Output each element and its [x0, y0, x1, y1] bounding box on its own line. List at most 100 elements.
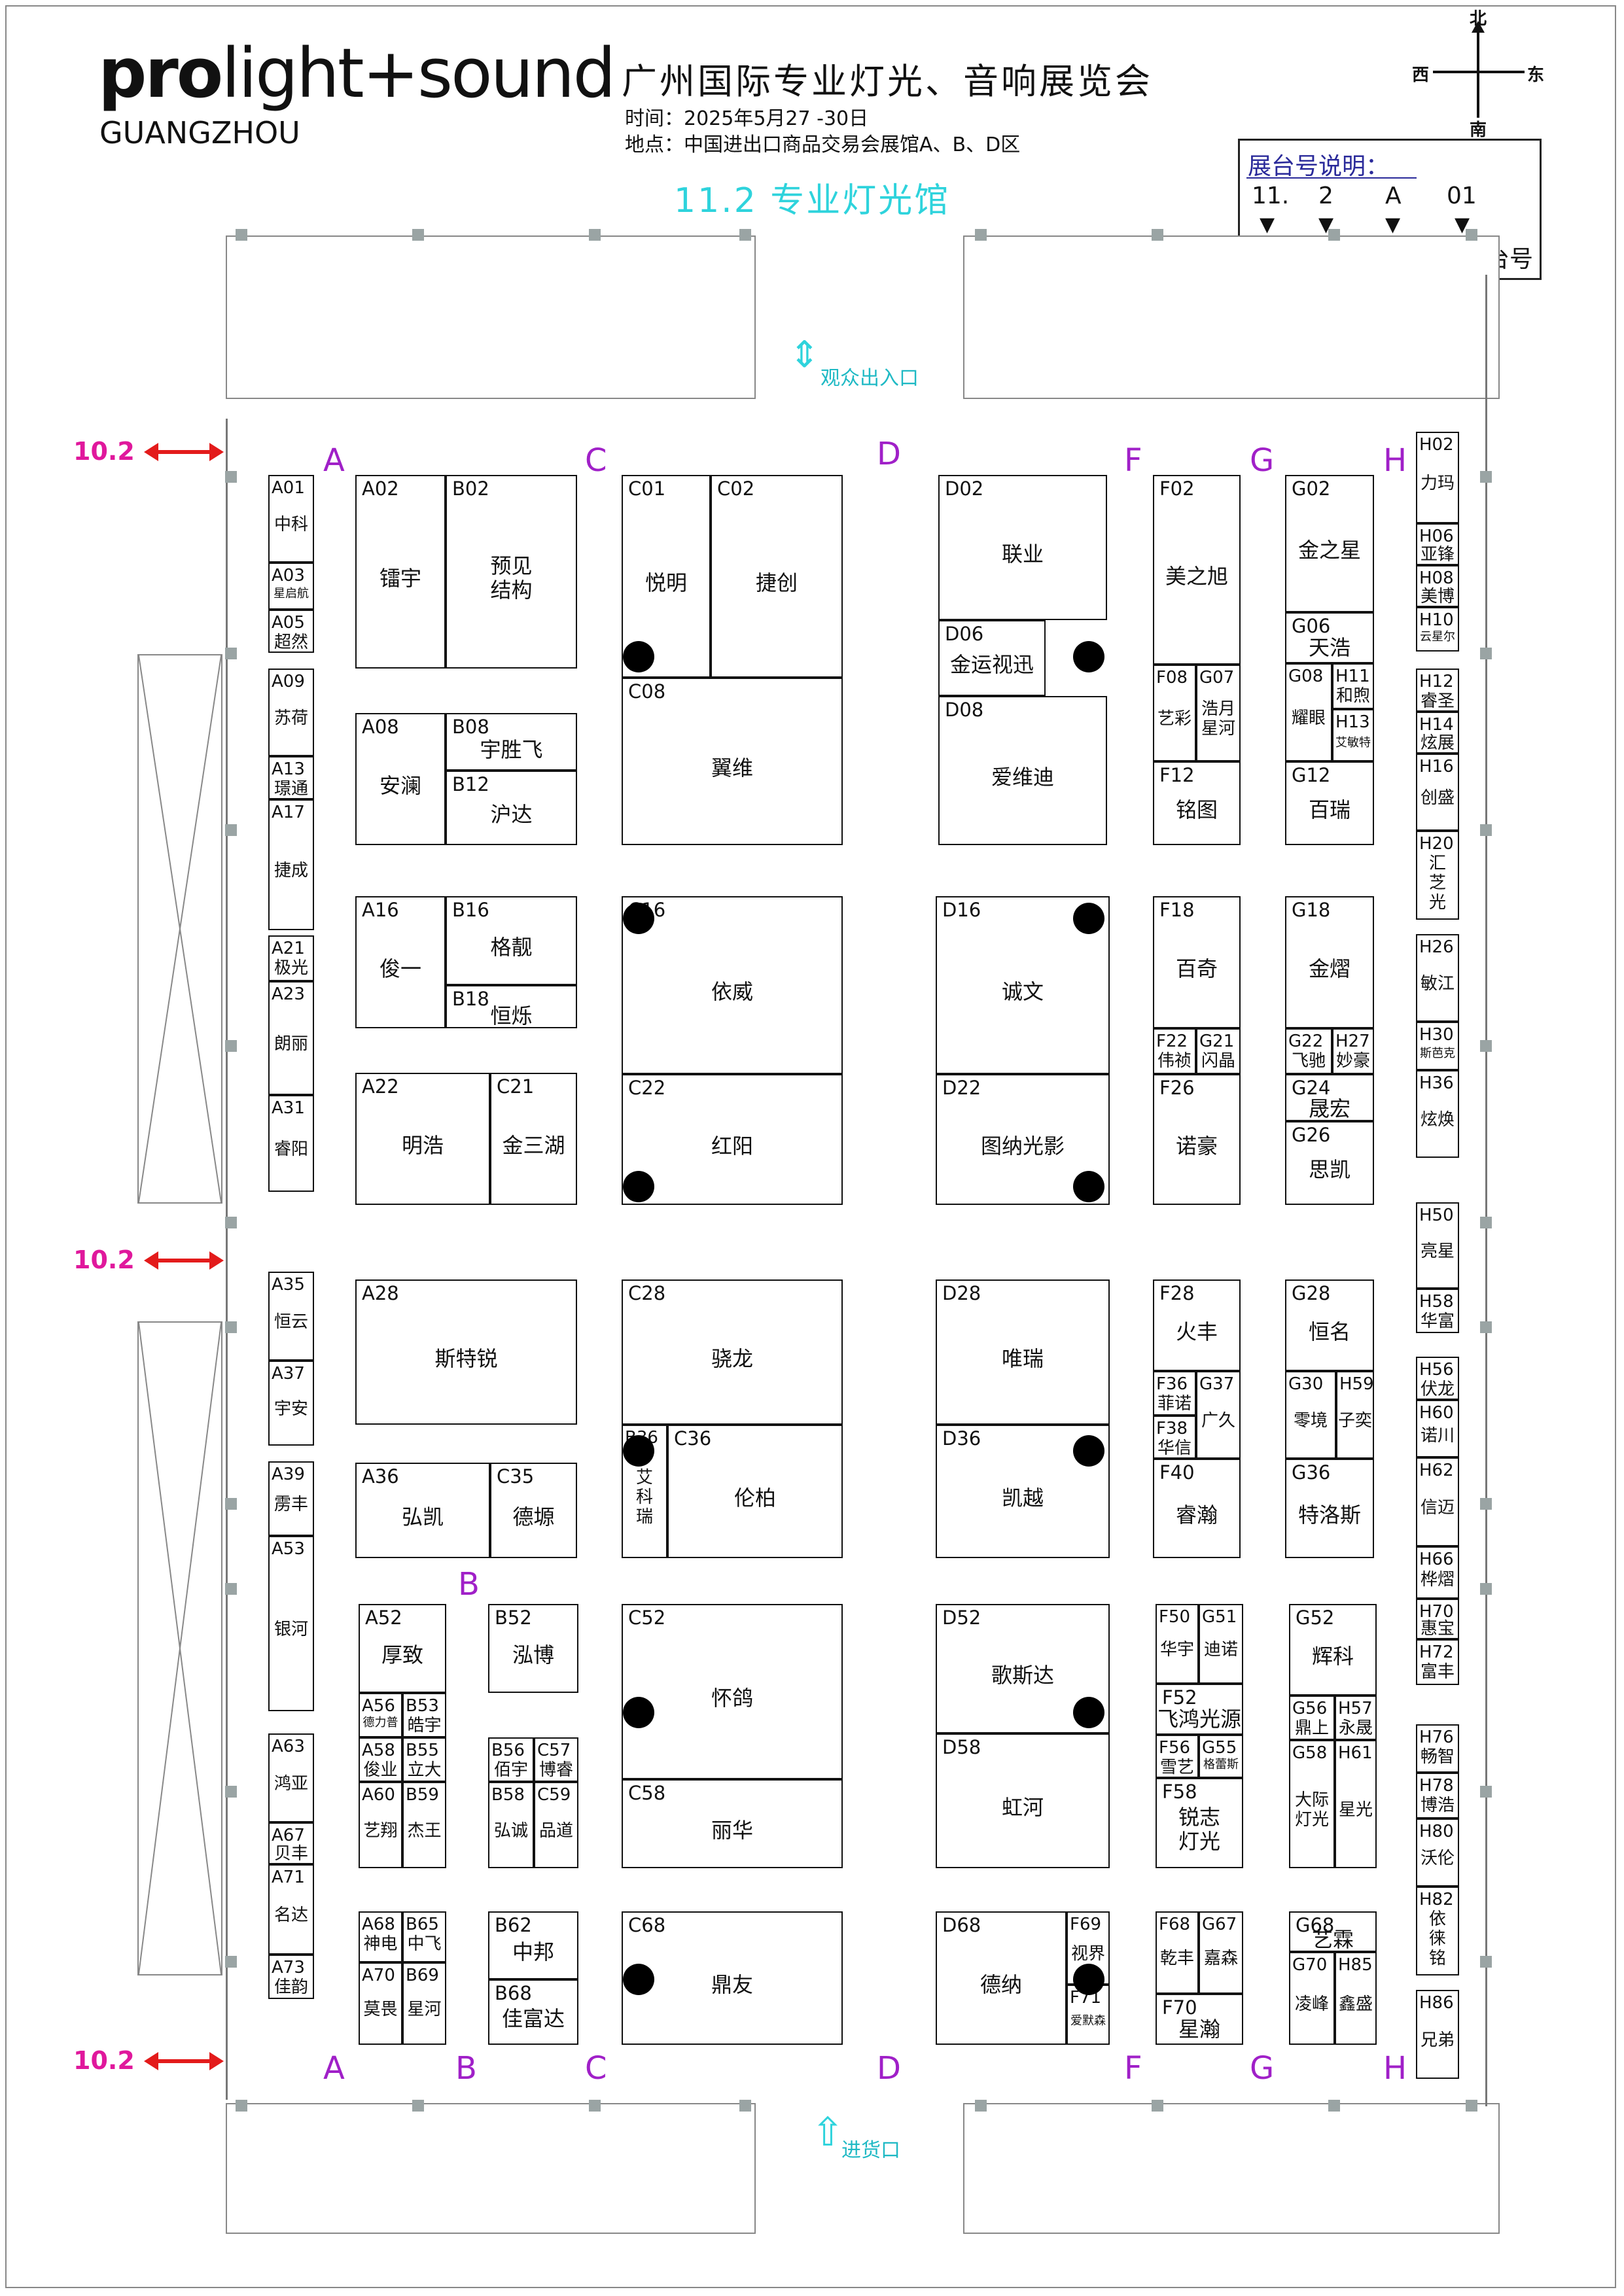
booth-c16[interactable]: C16依威 — [622, 896, 843, 1074]
